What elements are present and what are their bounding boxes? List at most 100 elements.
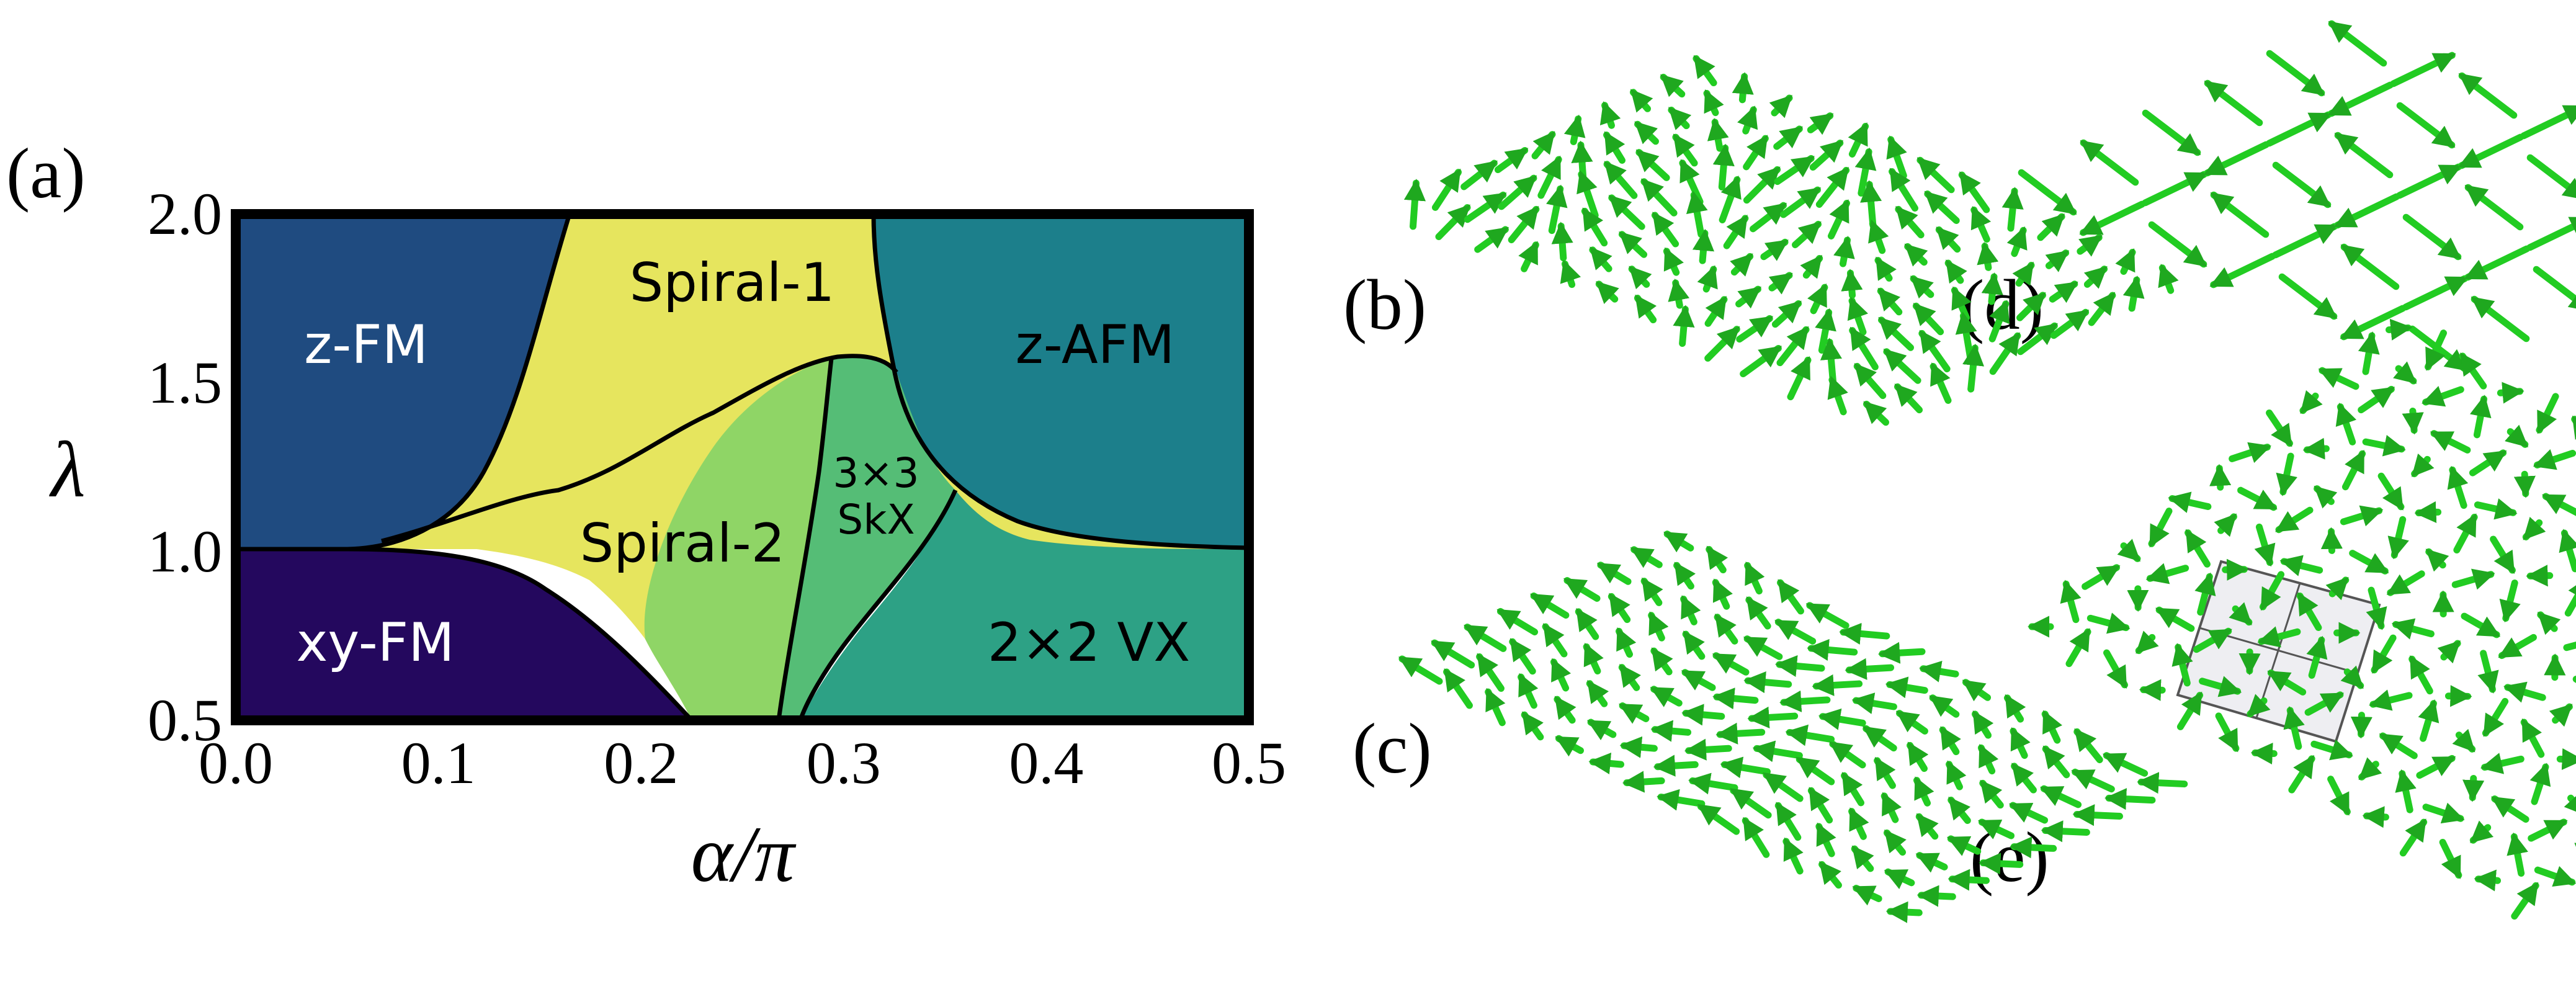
spin-arrow bbox=[1603, 131, 1626, 164]
spin-arrow bbox=[1697, 265, 1718, 293]
spin-arrow bbox=[2469, 395, 2492, 439]
x-axis-title: α/π bbox=[691, 810, 797, 898]
spin-arrow bbox=[1924, 190, 1960, 224]
spin-arrow bbox=[2229, 602, 2253, 626]
spin-arrow bbox=[1885, 901, 1923, 923]
spin-arrow bbox=[1884, 868, 1915, 890]
spin-arrow bbox=[2135, 630, 2159, 655]
spin-arrow bbox=[1629, 89, 1653, 113]
panel-label-e: (e) bbox=[1970, 818, 2049, 897]
spin-arrow bbox=[1673, 562, 1696, 590]
spin-arrow bbox=[1796, 756, 1835, 785]
spin-arrow bbox=[1895, 710, 1928, 735]
spin-arrow bbox=[1668, 279, 1690, 309]
spin-arrow bbox=[1653, 754, 1699, 777]
spin-arrow bbox=[1774, 619, 1817, 645]
spin-arrow bbox=[1704, 326, 1740, 362]
spin-arrow bbox=[2520, 105, 2576, 140]
spin-arrow bbox=[1521, 711, 1544, 741]
spin-arrow bbox=[2276, 452, 2297, 496]
spin-arrow bbox=[2082, 564, 2121, 590]
spin-arrow bbox=[2137, 772, 2188, 794]
spin-arrow bbox=[1563, 114, 1586, 145]
x-tick-label: 0.1 bbox=[401, 730, 476, 796]
spin-arrow bbox=[2564, 576, 2576, 617]
spin-arrow bbox=[2418, 699, 2440, 742]
spin-arrow bbox=[2266, 50, 2325, 97]
spin-arrow bbox=[1634, 120, 1659, 145]
spin-arrow bbox=[2010, 836, 2057, 859]
spin-arrow bbox=[1874, 256, 1897, 282]
spin-arrow bbox=[1877, 642, 1926, 664]
spin-arrow bbox=[2016, 292, 2046, 321]
spin-arrow bbox=[2259, 571, 2285, 611]
spin-arrow bbox=[2358, 385, 2395, 414]
spin-arrow bbox=[1634, 294, 1657, 324]
spin-arrow bbox=[1841, 269, 1863, 299]
spin-arrow bbox=[1978, 818, 2015, 839]
spin-arrow bbox=[1542, 623, 1568, 658]
spin-arrow bbox=[1745, 596, 1771, 630]
spin-arrow bbox=[1878, 316, 1914, 351]
spin-arrow bbox=[1464, 624, 1507, 652]
spin-arrow bbox=[1827, 199, 1851, 239]
spin-arrow bbox=[1703, 89, 1724, 117]
spin-arrow bbox=[2408, 655, 2433, 695]
spin-arrow bbox=[2340, 305, 2406, 341]
spin-arrow bbox=[2464, 184, 2524, 231]
spin-arrow bbox=[1912, 302, 1944, 336]
spin-arrow bbox=[2117, 539, 2141, 562]
spin-arrow bbox=[1403, 179, 1426, 230]
spin-arrow bbox=[1615, 627, 1637, 658]
spin-arrow bbox=[1563, 577, 1601, 602]
spin-arrow bbox=[2498, 633, 2537, 660]
spin-arrow bbox=[1981, 272, 2003, 305]
panel-label-b: (b) bbox=[1343, 266, 1426, 344]
spin-arrow bbox=[2102, 752, 2149, 777]
spin-arrow bbox=[2537, 611, 2561, 635]
spin-arrow bbox=[2402, 213, 2462, 261]
spin-arrow bbox=[1518, 241, 1539, 272]
spin-arrow bbox=[1807, 283, 1828, 315]
spin-arrow bbox=[2278, 273, 2338, 320]
spin-arrow bbox=[1736, 315, 1774, 343]
spin-arrow bbox=[2037, 213, 2065, 241]
spin-arrow bbox=[2340, 505, 2384, 527]
spin-arrow bbox=[1894, 383, 1923, 414]
spin-arrow bbox=[1635, 149, 1670, 181]
spin-arrow bbox=[1681, 669, 1716, 691]
label-spiral-1: Spiral-1 bbox=[630, 252, 835, 314]
spin-arrow bbox=[1672, 133, 1698, 167]
spin-arrow bbox=[2390, 51, 2456, 87]
spin-arrow bbox=[1693, 55, 1717, 87]
spin-arrow bbox=[2275, 506, 2314, 534]
label-z-fm: z-FM bbox=[304, 314, 428, 376]
boundary-skx-vx bbox=[798, 489, 958, 720]
spin-arrow bbox=[1860, 180, 1882, 229]
spin-arrow bbox=[1740, 344, 1782, 378]
spin-arrow bbox=[2310, 739, 2353, 761]
spin-arrow bbox=[1785, 724, 1835, 746]
spin-arrow bbox=[1608, 194, 1645, 230]
spin-arrow bbox=[1845, 658, 1895, 680]
spin-arrow bbox=[1809, 139, 1844, 171]
spin-arrow bbox=[1712, 687, 1759, 710]
spin-arrow bbox=[1977, 744, 1999, 775]
panel-label-c: (c) bbox=[1353, 709, 1432, 788]
spin-arrow bbox=[2358, 757, 2382, 781]
spin-arrow bbox=[1608, 593, 1631, 624]
spin-arrow bbox=[2511, 882, 2539, 920]
spin-arrow bbox=[1780, 186, 1822, 218]
spin-arrow bbox=[2139, 679, 2166, 701]
spin-arrow bbox=[2071, 768, 2115, 793]
spin-arrow bbox=[1946, 760, 1967, 790]
spin-arrow bbox=[2214, 513, 2237, 537]
spin-arrow bbox=[2306, 635, 2328, 679]
spin-arrow bbox=[1948, 796, 1971, 825]
spin-arrow bbox=[1771, 300, 1802, 328]
spin-arrow bbox=[1829, 740, 1866, 769]
spin-arrow bbox=[2491, 795, 2529, 823]
spin-arrow bbox=[1877, 287, 1903, 316]
spin-arrow bbox=[2542, 493, 2576, 516]
spin-arrow bbox=[2497, 382, 2525, 404]
